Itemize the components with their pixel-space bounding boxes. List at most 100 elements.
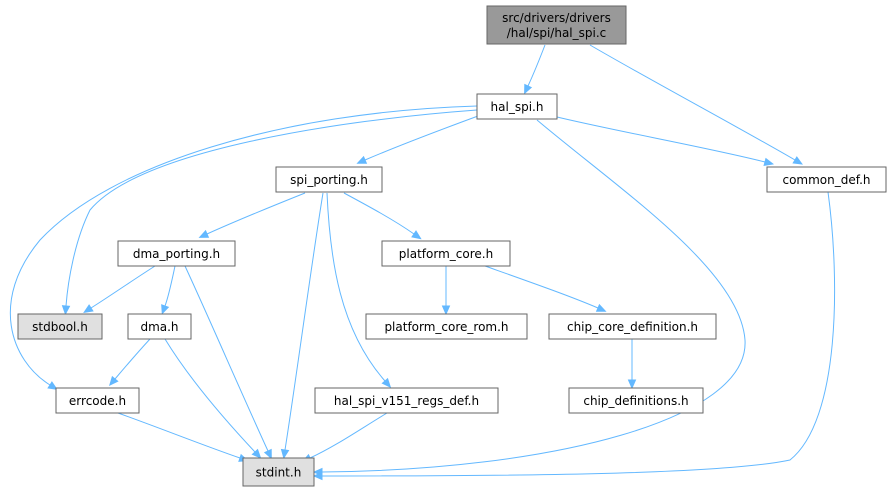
edge-arrowhead [61, 305, 71, 316]
node-stdbool-h[interactable]: stdbool.h [17, 313, 103, 340]
edge-line [117, 412, 241, 459]
edge-spi_porting_h-to-dma_porting_h [198, 192, 306, 238]
edge-spi_porting_h-to-hal_spi_v151_regs_def_h [326, 192, 392, 388]
node-box [17, 313, 103, 340]
edge-line [321, 191, 836, 477]
node-box [275, 166, 383, 193]
edge-arrowhead [411, 230, 422, 240]
node-label: spi_porting.h [290, 173, 368, 187]
node-common-def-h[interactable]: common_def.h [766, 166, 887, 193]
edge-dma_porting_h-to-stdint_h [184, 265, 272, 460]
edge-line [343, 192, 415, 235]
node-label: dma.h [140, 320, 178, 334]
edge-arrowhead [108, 375, 119, 387]
edge-arrowhead [627, 379, 637, 390]
node-label: common_def.h [782, 173, 870, 187]
edge-line [206, 192, 306, 235]
node-box [365, 313, 528, 340]
edge-dma_porting_h-to-dma_h [161, 265, 176, 315]
node-box [314, 387, 499, 414]
node-box [486, 5, 627, 45]
node-platform-core-h[interactable]: platform_core.h [381, 240, 511, 267]
edge-line [326, 192, 386, 382]
node-box [381, 240, 511, 267]
edge-arrowhead [83, 304, 94, 313]
node-box [476, 93, 558, 120]
edge-arrowhead [441, 305, 451, 316]
node-label: src/drivers/drivers [502, 11, 611, 25]
node-label: stdbool.h [32, 320, 88, 334]
edge-dma_porting_h-to-stdbool_h [83, 265, 156, 313]
edge-arrowhead [356, 155, 368, 164]
edge-line [164, 338, 256, 453]
edges-layer [9, 44, 836, 481]
node-label: hal_spi.h [491, 100, 544, 114]
edge-line [284, 192, 324, 451]
node-root[interactable]: src/drivers/drivers/hal/spi/hal_spi.c [486, 5, 627, 45]
node-label: platform_core.h [399, 247, 493, 261]
edge-arrowhead [381, 377, 392, 388]
edge-arrowhead [595, 303, 607, 312]
edge-arrowhead [198, 229, 210, 238]
edge-arrowhead [763, 157, 775, 167]
node-box [117, 240, 236, 267]
edge-arrowhead [280, 448, 290, 460]
edge-dma_h-to-stdint_h [164, 338, 262, 459]
edge-dma_h-to-errcode_h [108, 338, 151, 387]
edge-line [65, 109, 478, 307]
edge-spi_porting_h-to-stdint_h [280, 192, 324, 460]
node-label: chip_definitions.h [583, 394, 688, 408]
node-chip-core-definition-h[interactable]: chip_core_definition.h [548, 313, 717, 340]
edge-line [589, 44, 796, 161]
edge-line [556, 116, 766, 163]
edge-root-to-hal_spi_h [524, 44, 546, 95]
node-box [766, 166, 887, 193]
node-dma-h[interactable]: dma.h [127, 313, 192, 340]
edge-arrowhead [524, 83, 533, 95]
node-hal-spi-h[interactable]: hal_spi.h [476, 93, 558, 120]
edge-line [321, 119, 746, 473]
edge-line [184, 265, 269, 452]
node-label: errcode.h [69, 394, 126, 408]
node-platform-core-rom-h[interactable]: platform_core_rom.h [365, 313, 528, 340]
edge-arrowhead [251, 448, 262, 459]
edge-arrowhead [312, 471, 323, 481]
node-label: stdint.h [256, 466, 302, 480]
node-box [568, 387, 704, 414]
edge-line [309, 412, 388, 459]
edge-line [90, 265, 156, 309]
node-errcode-h[interactable]: errcode.h [55, 387, 140, 414]
node-box [127, 313, 192, 340]
node-chip-definitions-h[interactable]: chip_definitions.h [568, 387, 704, 414]
edge-line [364, 115, 479, 161]
node-spi-porting-h[interactable]: spi_porting.h [275, 166, 383, 193]
node-dma-porting-h[interactable]: dma_porting.h [117, 240, 236, 267]
node-label: chip_core_definition.h [567, 320, 698, 334]
edge-spi_porting_h-to-platform_core_h [343, 192, 422, 240]
nodes-layer: src/drivers/drivers/hal/spi/hal_spi.chal… [17, 5, 887, 487]
node-label: hal_spi_v151_regs_def.h [334, 394, 479, 408]
edge-platform_core_h-to-chip_core_definition_h [484, 265, 607, 312]
edge-common_def_h-to-stdint_h [312, 191, 836, 481]
node-label: /hal/spi/hal_spi.c [507, 26, 607, 40]
node-hal-spi-v151-regs-def-h[interactable]: hal_spi_v151_regs_def.h [314, 387, 499, 414]
edge-chip_core_definition_h-to-chip_definitions_h [627, 339, 637, 390]
edge-line [9, 105, 478, 386]
node-stdint-h[interactable]: stdint.h [242, 457, 315, 487]
edge-arrowhead [47, 381, 58, 390]
edge-arrowhead [792, 156, 803, 165]
node-box [242, 457, 315, 487]
edge-hal_spi_v151_regs_def_h-to-stdint_h [301, 412, 388, 462]
node-label: platform_core_rom.h [384, 320, 508, 334]
edge-line [164, 265, 176, 307]
edge-arrowhead [161, 304, 170, 315]
edge-line [484, 265, 599, 309]
edge-errcode_h-to-stdint_h [117, 412, 249, 462]
edge-hal_spi_h-to-stdbool_h [61, 109, 478, 316]
node-label: dma_porting.h [133, 247, 220, 261]
edge-root-to-common_def_h [589, 44, 803, 165]
edge-arrowhead [263, 448, 272, 460]
edge-hal_spi_h-to-common_def_h [556, 116, 775, 167]
edge-line [114, 338, 151, 380]
